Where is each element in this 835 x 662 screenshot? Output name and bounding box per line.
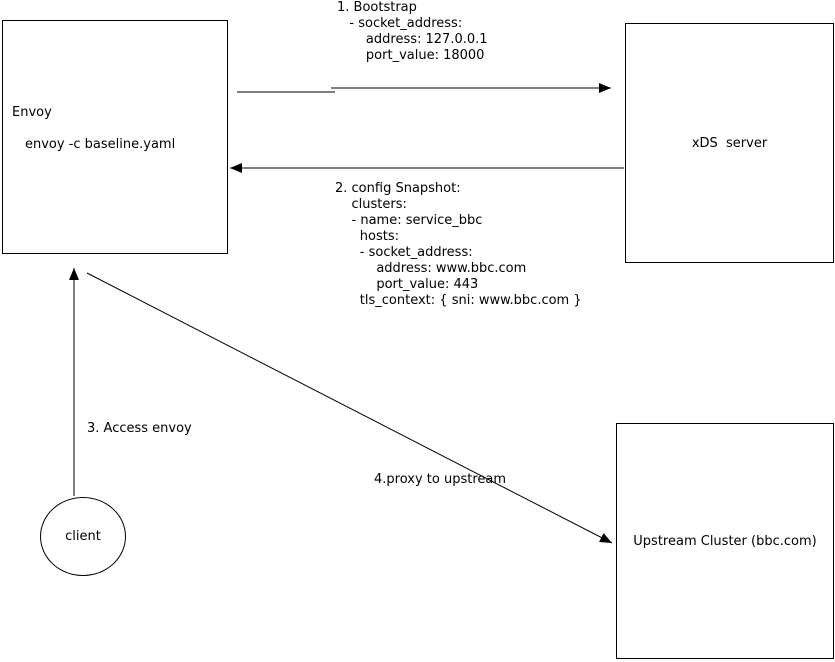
proxy-upstream-label: 4.proxy to upstream bbox=[374, 472, 507, 487]
envoy-command: envoy -c baseline.yaml bbox=[25, 137, 176, 152]
xds-server-node: xDS server bbox=[625, 23, 834, 263]
config-snapshot-annotation: 2. config Snapshot: clusters: - name: se… bbox=[335, 181, 582, 308]
xds-server-label: xDS server bbox=[691, 135, 768, 151]
proxy-upstream-arrow bbox=[86, 272, 613, 544]
upstream-cluster-label: Upstream Cluster (bbc.com) bbox=[633, 533, 817, 549]
client-label: client bbox=[65, 529, 101, 544]
bootstrap-annotation: 1. Bootstrap - socket_address: address: … bbox=[337, 0, 488, 63]
access-envoy-label: 3. Access envoy bbox=[87, 421, 192, 436]
upstream-cluster-node: Upstream Cluster (bbc.com) bbox=[616, 423, 834, 659]
client-node: client bbox=[40, 497, 126, 576]
envoy-title: Envoy bbox=[12, 105, 52, 120]
envoy-node: Envoy envoy -c baseline.yaml bbox=[2, 20, 228, 254]
